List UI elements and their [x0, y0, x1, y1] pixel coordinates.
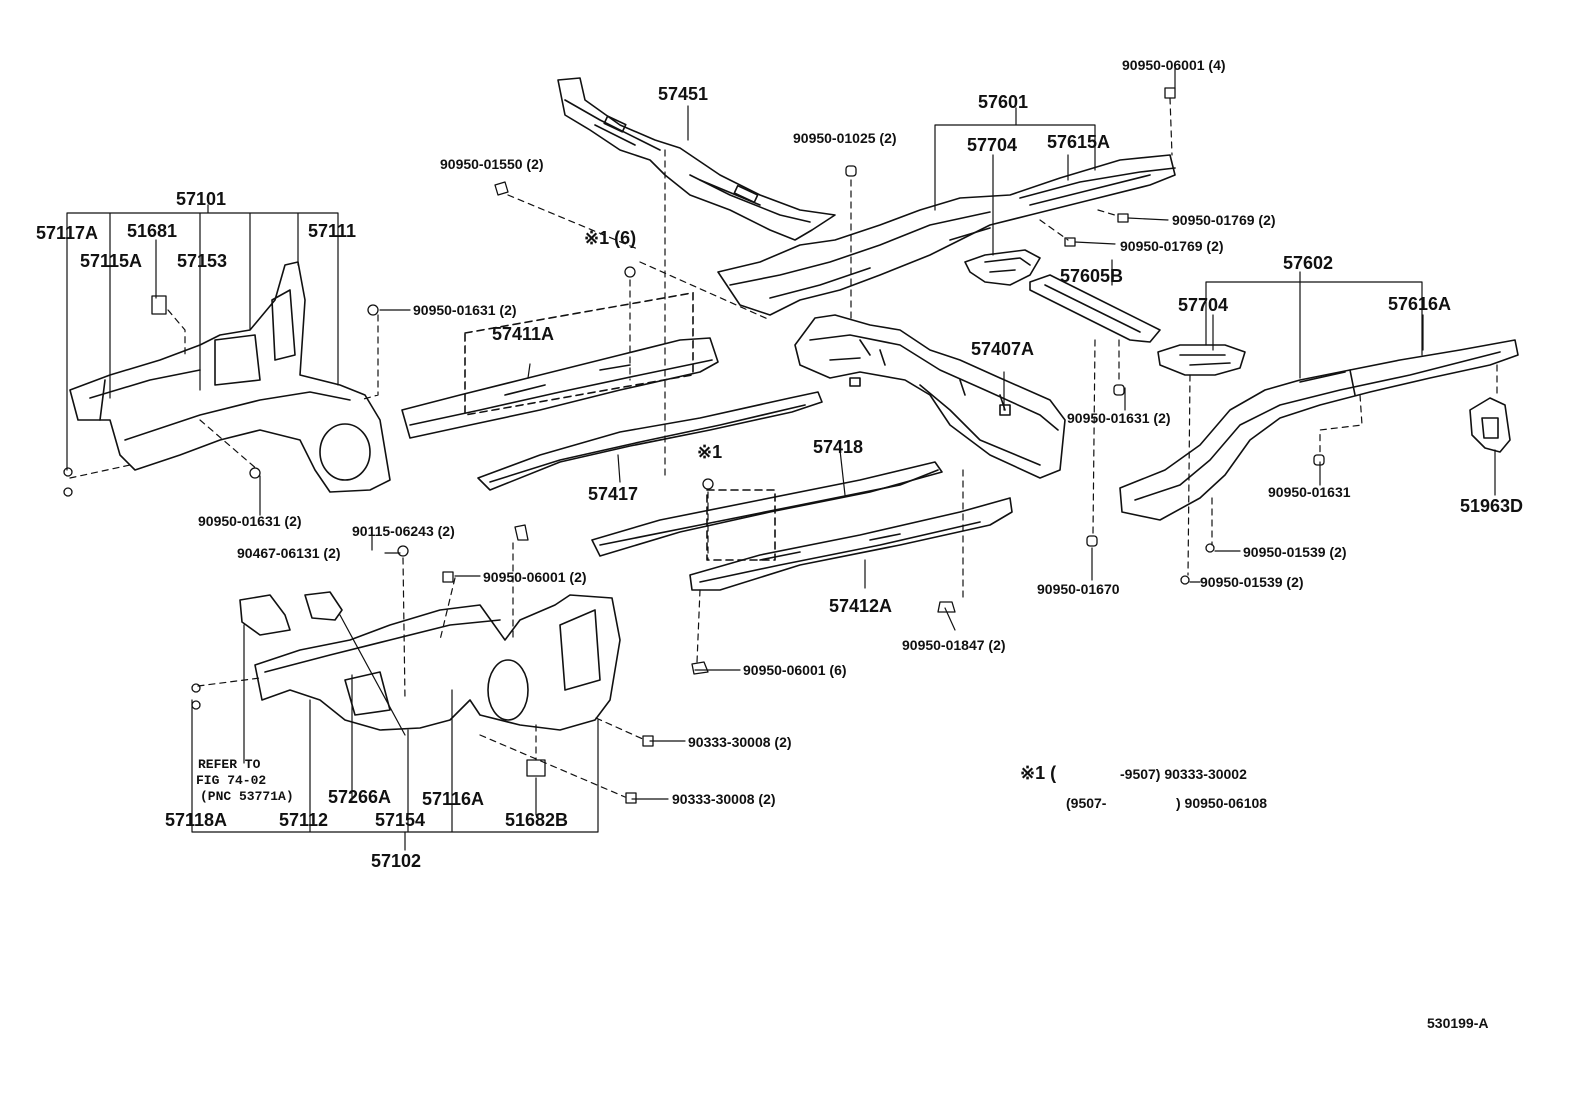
label-57615A: 57615A: [1047, 132, 1111, 152]
label-57111: 57111: [308, 221, 357, 241]
label-90950-06001-4: 90950-06001 (4): [1122, 57, 1226, 73]
label-57407A: 57407A: [971, 339, 1035, 359]
label-x1: ※1: [697, 442, 723, 462]
label-90950-01025: 90950-01025 (2): [793, 130, 897, 146]
figure-id: 530199-A: [1427, 1015, 1489, 1031]
plug-9095001631a: [367, 304, 379, 316]
label-57616A: 57616A: [1388, 294, 1452, 314]
fasteners: [63, 87, 1325, 804]
label-57116A: 57116A: [422, 789, 485, 809]
part-57101-front-member: [69, 261, 391, 493]
part-57412A-side-rail: [689, 489, 1013, 591]
plug-9095001539b: [1180, 575, 1190, 585]
grommet-9095001550: [494, 181, 509, 196]
plug-9095001847: [937, 601, 956, 613]
label-57412A: 57412A: [829, 596, 893, 616]
label-refer-to: REFER TO: [198, 757, 261, 772]
label-57417: 57417: [588, 484, 639, 504]
plug-x1: [702, 478, 714, 490]
label-90950-01769-a: 90950-01769 (2): [1172, 212, 1276, 228]
label-90950-06001-6: 90950-06001 (6): [743, 662, 847, 678]
label-90950-06001-2: 90950-06001 (2): [483, 569, 587, 585]
label-90950-01631-a: 90950-01631 (2): [413, 302, 517, 318]
plug-9095001631d: [1313, 454, 1325, 466]
label-57112: 57112: [279, 810, 329, 830]
nut-9046706131: [397, 545, 409, 557]
plug-9095001769a: [1117, 213, 1129, 223]
note-line2-rest: ) 90950-06108: [1176, 795, 1268, 811]
label-57115A: 57115A: [80, 251, 143, 271]
part-57417-sill: [477, 391, 823, 491]
part-57418-sill: [591, 461, 943, 557]
label-57451: 57451: [658, 84, 709, 104]
part-57704-bracket-upper: [964, 249, 1041, 286]
part-57602-rear-frame: [1119, 339, 1519, 521]
label-57118A: 57118A: [165, 810, 228, 830]
part-57704-bracket-lower: [1157, 344, 1246, 376]
label-90115-06243: 90115-06243 (2): [352, 523, 455, 539]
note-line2-prefix: (9507-: [1066, 795, 1107, 811]
label-refer-fig: FIG 74-02: [196, 773, 267, 788]
part-57605B-rail: [1029, 274, 1161, 343]
label-x1-6: ※1 (6): [584, 228, 637, 248]
label-51682B: 51682B: [505, 810, 569, 830]
plug-9095001670: [1086, 535, 1098, 547]
label-refer-pnc: (PNC 53771A): [200, 789, 294, 804]
note-line1-rest: -9507) 90333-30002: [1120, 766, 1247, 782]
part-57407A-floor-pan: [794, 314, 1066, 479]
label-57601: 57601: [978, 92, 1029, 112]
clip-9095006001-2: [442, 571, 454, 583]
part-57102-front-member: [239, 591, 621, 731]
part-57601-rear-frame: [717, 154, 1176, 316]
label-57117A: 57117A: [36, 223, 99, 243]
solid-leaders: [66, 64, 1496, 851]
part-51963D-bracket: [1469, 397, 1511, 453]
dashed-leaders: [69, 97, 1498, 798]
label-90950-01670: 90950-01670: [1037, 581, 1120, 597]
note-line1-prefix: ※1 (: [1020, 763, 1057, 783]
plug-9095001631b: [249, 467, 261, 479]
label-57418: 57418: [813, 437, 864, 457]
bolt-9011506243: [514, 524, 529, 541]
label-57605B: 57605B: [1060, 266, 1124, 286]
plug-9095001631c: [1113, 384, 1125, 396]
label-57411A: 57411A: [492, 324, 555, 344]
label-57704-lower: 57704: [1178, 295, 1229, 315]
plug-9095001539a: [1205, 543, 1215, 553]
label-57101: 57101: [176, 189, 227, 209]
bracket-51682B: [526, 759, 546, 777]
label-57704-upper: 57704: [967, 135, 1018, 155]
label-57154: 57154: [375, 810, 426, 830]
part-57411A-side-rail: [401, 291, 719, 439]
part-57451-crossmember: [557, 77, 836, 241]
label-51963D: 51963D: [1460, 496, 1524, 516]
label-90950-01539-b: 90950-01539 (2): [1200, 574, 1304, 590]
label-90950-01631-c: 90950-01631 (2): [1067, 410, 1171, 426]
label-90333-30008-a: 90333-30008 (2): [688, 734, 792, 750]
label-57102: 57102: [371, 851, 422, 871]
clip-9095006001-4: [1164, 87, 1176, 99]
label-51681: 51681: [127, 221, 178, 241]
label-57153: 57153: [177, 251, 228, 271]
label-90950-01847: 90950-01847 (2): [902, 637, 1006, 653]
plug-9033330008b: [625, 792, 637, 804]
plug-9095006001-6: [691, 661, 709, 675]
clip-51681: [151, 295, 167, 315]
label-90950-01631-b: 90950-01631 (2): [198, 513, 302, 529]
label-90950-01631-d: 90950-01631: [1268, 484, 1351, 500]
label-57602: 57602: [1283, 253, 1334, 273]
label-90950-01550: 90950-01550 (2): [440, 156, 544, 172]
label-90333-30008-b: 90333-30008 (2): [672, 791, 776, 807]
plug-x1-6: [624, 266, 636, 278]
label-90950-01769-b: 90950-01769 (2): [1120, 238, 1224, 254]
label-90950-01539-a: 90950-01539 (2): [1243, 544, 1347, 560]
label-57266A: 57266A: [328, 787, 392, 807]
label-90467-06131: 90467-06131 (2): [237, 545, 341, 561]
plug-9095001025: [845, 165, 857, 177]
